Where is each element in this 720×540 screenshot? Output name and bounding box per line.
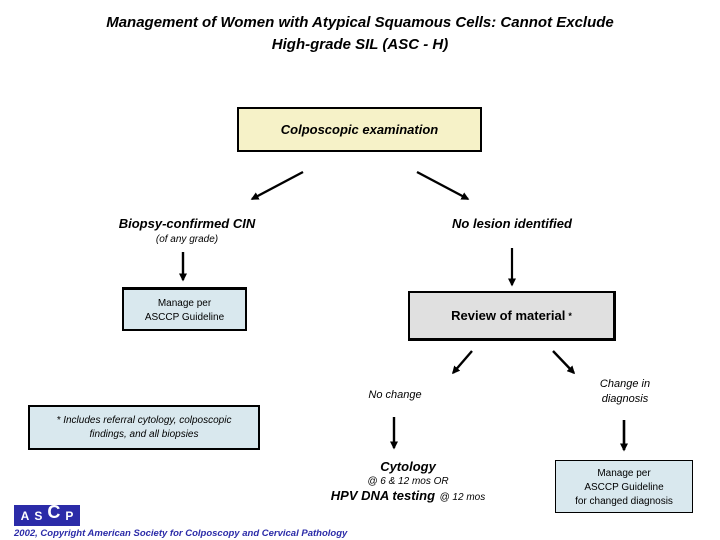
cytology-line3: HPV DNA testing @ 12 mos xyxy=(308,488,508,506)
manage-per-asccp-line2: ASCCP Guideline xyxy=(144,312,225,323)
copyright-text: 2002, Copyright American Society for Col… xyxy=(14,528,348,539)
asccp-logo: A S C P xyxy=(14,502,80,526)
cytology-line1: Cytology xyxy=(380,459,436,474)
asccp-logo-letter-a: A xyxy=(20,508,30,523)
manage-changed-line2: ASCCP Guideline xyxy=(584,482,664,493)
no-change-label: No change xyxy=(368,389,422,401)
page-title-line1: Management of Women with Atypical Squamo… xyxy=(106,14,614,31)
hpv-dna-testing-interval: @ 12 mos xyxy=(439,492,486,503)
hpv-dna-testing-label: HPV DNA testing xyxy=(330,488,436,503)
arrow-root-to-right xyxy=(416,170,470,201)
change-in-diagnosis-label: Change in diagnosis xyxy=(575,377,675,407)
any-grade-sublabel: (of any grade) xyxy=(155,234,219,245)
asccp-logo-letter-s: S xyxy=(34,508,43,523)
manage-per-asccp-box: Manage per ASCCP Guideline xyxy=(122,287,247,331)
page-title-line2: High-grade SIL (ASC - H) xyxy=(271,36,449,53)
manage-per-asccp-line1: Manage per xyxy=(157,298,212,309)
colposcopic-examination-box: Colposcopic examination xyxy=(237,107,482,152)
colposcopic-examination-label: Colposcopic examination xyxy=(280,122,439,137)
change-in-diagnosis-line1: Change in xyxy=(599,378,651,390)
arrow-review-to-change xyxy=(552,350,576,375)
manage-changed-line1: Manage per xyxy=(597,468,651,479)
footnote-line2: findings, and all biopsies xyxy=(89,429,199,440)
footnote-line1: * Includes referral cytology, colposcopi… xyxy=(56,415,232,426)
asccp-logo-letter-c: C xyxy=(47,502,61,522)
footnote-box: * Includes referral cytology, colposcopi… xyxy=(28,405,260,450)
arrow-review-to-nochange xyxy=(452,350,473,375)
manage-changed-diagnosis-box: Manage per ASCCP Guideline for changed d… xyxy=(555,460,693,513)
review-of-material-label: Review of material xyxy=(451,308,566,323)
cytology-followup-text: Cytology @ 6 & 12 mos OR HPV DNA testing… xyxy=(308,459,508,506)
no-lesion-identified-label: No lesion identified xyxy=(452,216,572,231)
change-in-diagnosis-line2: diagnosis xyxy=(601,393,649,405)
page-title: Management of Women with Atypical Squamo… xyxy=(0,12,720,56)
asccp-logo-letter-p: P xyxy=(65,508,74,523)
review-footnote-marker: * xyxy=(568,310,572,321)
manage-changed-line3: for changed diagnosis xyxy=(575,496,673,507)
review-of-material-box: Review of material * xyxy=(408,291,616,341)
arrow-root-to-left xyxy=(250,170,304,201)
biopsy-confirmed-cin-label: Biopsy-confirmed CIN xyxy=(118,216,256,231)
cytology-line2: @ 6 & 12 mos OR xyxy=(367,476,449,487)
